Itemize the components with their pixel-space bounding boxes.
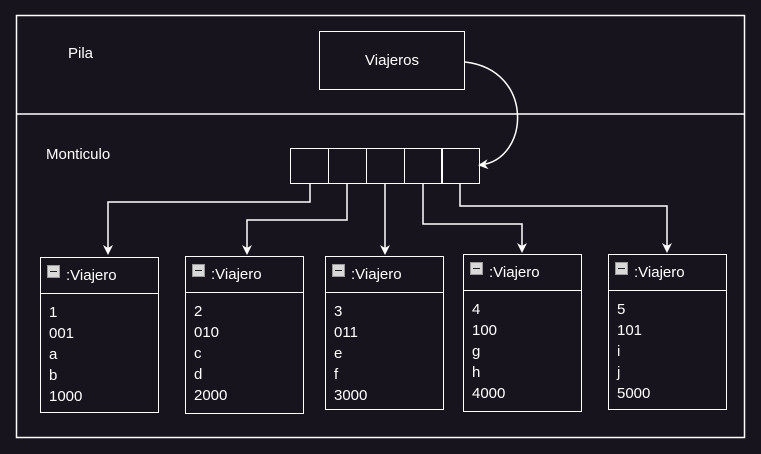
object-title: :Viajero [66,267,117,284]
pointer-arrow-4 [422,183,527,253]
array-cell[interactable] [366,148,405,184]
object-field: 5000 [617,385,651,402]
object-field: 3 [334,303,343,320]
object-field: j [617,364,621,381]
object-field: 101 [617,322,643,339]
array-cell[interactable] [290,148,329,184]
array-cell[interactable] [404,148,443,184]
outer-frame [15,14,746,439]
collapse-icon[interactable] [332,264,345,277]
object-fields: 3 011 e f 3000 [326,293,443,406]
object-field: 1 [49,304,58,321]
object-field: g [472,343,481,360]
object-title: :Viajero [351,266,402,283]
pointer-arrow-5 [459,183,672,253]
pointer-arrow-1 [103,183,311,255]
object-field: 4000 [472,385,506,402]
viajero-object-1[interactable]: :Viajero 1 001 a b 1000 [40,257,159,413]
stack-reference-box[interactable]: Viajeros [319,31,465,90]
object-header: :Viajero [186,257,303,293]
array-cell[interactable] [328,148,367,184]
object-header: :Viajero [326,257,443,293]
stack-reference-label: Viajeros [365,52,419,69]
object-field: 100 [472,322,498,339]
object-field: 1000 [49,388,83,405]
object-title: :Viajero [634,264,685,281]
object-field: 001 [49,325,75,342]
object-title: :Viajero [211,266,262,283]
viajero-object-5[interactable]: :Viajero 5 101 i j 5000 [608,254,727,410]
object-field: f [334,366,339,383]
heap-section-label: Monticulo [46,146,111,163]
object-field: 5 [617,301,626,318]
viajero-object-2[interactable]: :Viajero 2 010 c d 2000 [185,256,304,414]
object-field: a [49,346,58,363]
object-field: h [472,364,481,381]
object-fields: 5 101 i j 5000 [609,291,726,404]
reference-arrow [464,61,519,170]
object-field: 2 [194,303,203,320]
object-field: i [617,343,621,360]
pointer-arrow-2 [242,183,348,255]
object-header: :Viajero [609,255,726,291]
object-field: e [334,345,343,362]
object-fields: 4 100 g h 4000 [464,291,581,404]
object-field: d [194,366,203,383]
collapse-icon[interactable] [47,265,60,278]
object-field: 010 [194,324,220,341]
object-field: 011 [334,324,358,341]
object-field: 3000 [334,387,368,404]
object-title: :Viajero [489,264,540,281]
array-cell[interactable] [441,148,480,184]
object-field: 2000 [194,387,228,404]
stack-section-label: Pila [68,45,94,62]
collapse-icon[interactable] [470,262,483,275]
object-field: 4 [472,301,481,318]
object-fields: 2 010 c d 2000 [186,293,303,406]
object-field: c [194,345,202,362]
object-header: :Viajero [41,258,158,294]
viajero-object-3[interactable]: :Viajero 3 011 e f 3000 [325,256,444,410]
object-fields: 1 001 a b 1000 [41,294,158,407]
collapse-icon[interactable] [192,264,205,277]
object-header: :Viajero [464,255,581,291]
viajero-object-4[interactable]: :Viajero 4 100 g h 4000 [463,254,582,412]
object-field: b [49,367,58,384]
collapse-icon[interactable] [615,262,628,275]
